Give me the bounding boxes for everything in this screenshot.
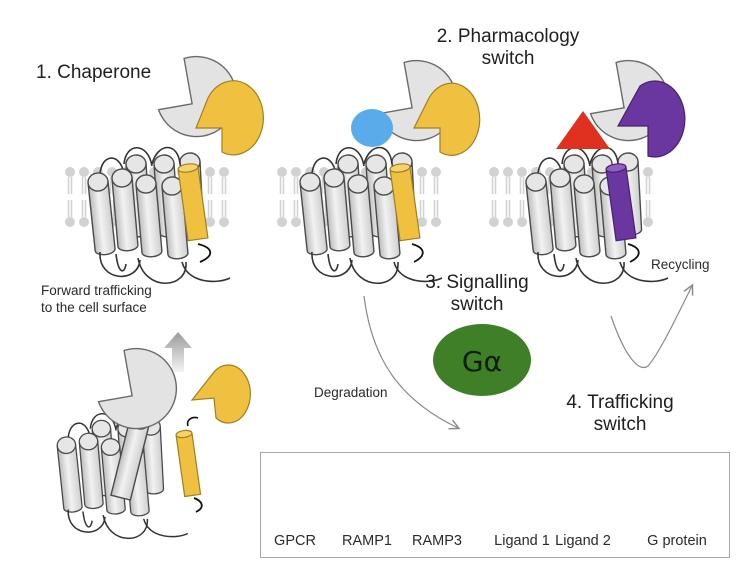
ramp1-ecd xyxy=(190,364,251,424)
ramp3-tm-helix xyxy=(605,163,637,242)
label-forward-trafficking: Forward trafficking to the cell surface xyxy=(41,283,152,315)
ramp1-tm-helix xyxy=(175,429,202,498)
label-degradation: Degradation xyxy=(314,385,388,400)
label-trafficking-switch: 4. Trafficking switch xyxy=(566,392,674,435)
ligand-1 xyxy=(351,109,393,147)
legend-label-ramp3: RAMP3 xyxy=(412,533,462,549)
panel-pharmacology-ramp3 xyxy=(488,53,686,283)
legend-label-ramp1: RAMP1 xyxy=(342,533,392,549)
recycling-arrow xyxy=(610,286,692,368)
ramp1-tm-helix xyxy=(389,163,421,242)
ramp1-ecd xyxy=(413,82,481,156)
label-pharmacology-switch: 2. Pharmacology switch xyxy=(436,26,580,69)
label-recycling: Recycling xyxy=(651,257,710,272)
unassembled-complex xyxy=(56,332,251,538)
ramp1-ecd xyxy=(195,80,264,156)
legend-label-gprotein: G protein xyxy=(647,533,707,549)
panel-chaperone xyxy=(64,49,264,405)
label-signalling-switch: 3. Signalling switch xyxy=(425,272,529,315)
legend-label-ligand1: Ligand 1 xyxy=(494,533,550,549)
ramp3-ecd xyxy=(616,80,686,158)
ligand-2 xyxy=(556,111,610,149)
g-alpha-label: Gα xyxy=(462,345,502,378)
legend: GPCR RAMP1 RAMP3 Ligand 1 Ligand 2 G pro… xyxy=(260,452,730,558)
panel-pharmacology-ramp1 xyxy=(276,53,481,283)
ramp1-tm-helix xyxy=(177,163,209,242)
forward-trafficking-arrow xyxy=(164,332,192,372)
degradation-arrow xyxy=(363,295,458,428)
g-protein: Gα xyxy=(433,324,531,396)
legend-label-gpcr: GPCR xyxy=(274,533,316,549)
label-chaperone: 1. Chaperone xyxy=(36,62,152,83)
legend-label-ligand2: Ligand 2 xyxy=(555,533,611,549)
